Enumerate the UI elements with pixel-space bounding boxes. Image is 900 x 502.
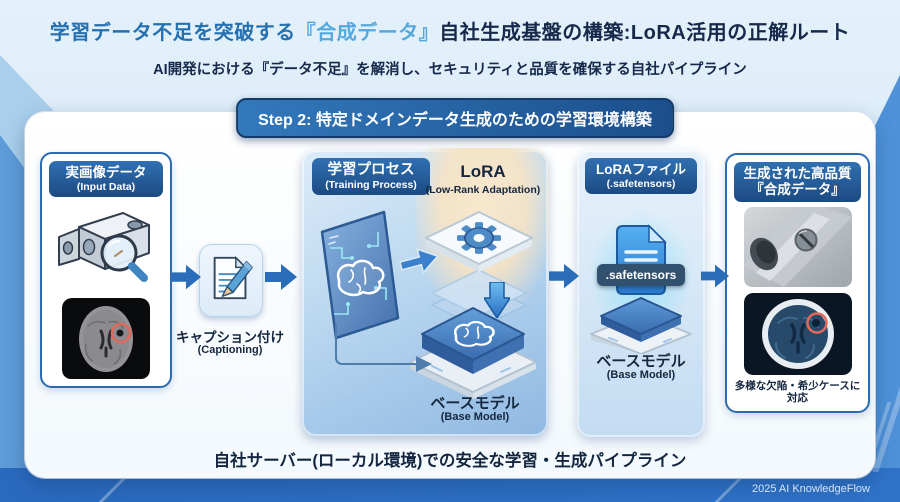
training-process-subtitle: (Training Process) (325, 179, 417, 192)
lora-title: LoRA (460, 162, 506, 181)
gear-icon (457, 222, 501, 254)
flow-arrow-icon (265, 262, 297, 297)
output-data-box: 生成された高品質 『合成データ』 (725, 153, 870, 413)
page-title: 学習データ不足を突破する『合成データ』自社生成基盤の構築:LoRA活用の正解ルー… (0, 16, 900, 45)
document-pencil-icon (205, 252, 257, 309)
safetensors-badge: .safetensors (597, 264, 685, 286)
output-caption: 多様な欠陥・希少ケースに対応 (734, 379, 861, 404)
flow-arrow-icon (549, 261, 579, 296)
synthetic-brain-ct-image (743, 292, 852, 375)
input-data-box: 実画像データ (Input Data) (40, 152, 172, 388)
lora-file-title: LoRAファイル (596, 162, 686, 177)
machine-part-magnifier-icon (51, 203, 161, 292)
captioning-sublabel: (Captioning) (197, 344, 263, 356)
training-process-title: 学習プロセス (327, 162, 415, 178)
output-title-line2: 『合成データ』 (750, 182, 845, 198)
title-segment-problem: 学習データ不足を突破する (49, 22, 296, 44)
captioning-label: キャプション付け (176, 330, 284, 345)
lora-subtitle: (Low-Rank Adaptation) (425, 184, 541, 196)
training-base-model-sublabel: (Base Model) (440, 411, 510, 423)
brain-mri-image (62, 298, 150, 379)
flow-arrow-icon (701, 261, 729, 296)
lora-file-base-model-sublabel: (Base Model) (606, 369, 676, 381)
credit-text: 2025 AI KnowledgeFlow (751, 483, 870, 495)
training-base-model-label: ベースモデル (430, 395, 520, 412)
title-segment-main: 自社生成基盤の構築:LoRA活用の正解ルート (439, 22, 851, 44)
circuit-brain-panel-icon (306, 204, 410, 351)
title-segment-synthetic-data: 『合成データ』 (295, 22, 440, 44)
down-arrow-icon (483, 281, 511, 323)
output-header: 生成された高品質 『合成データ』 (734, 162, 861, 203)
output-title-line1: 生成された高品質 (743, 166, 852, 181)
lora-file-base-model-label: ベースモデル (596, 353, 686, 370)
flow-arrow-icon (171, 262, 201, 297)
pipeline-note: 自社サーバー(ローカル環境)での安全な学習・生成パイプライン (213, 452, 687, 470)
page-subtitle: AI開発における『データ不足』を解消し、セキュリティと品質を確保する自社パイプラ… (153, 62, 747, 78)
step-badge: Step 2: 特定ドメインデータ生成のための学習環境構築 (236, 98, 674, 138)
training-process-header: 学習プロセス (Training Process) (312, 158, 430, 196)
input-data-title: 実画像データ (65, 165, 147, 180)
captioning-tile (199, 244, 263, 317)
input-data-header: 実画像データ (Input Data) (49, 161, 163, 198)
synthetic-metal-part-image (743, 207, 852, 288)
lora-file-header: LoRAファイル (.safetensors) (585, 158, 697, 195)
input-data-subtitle: (Input Data) (76, 181, 136, 194)
base-model-platform-icon (406, 298, 540, 405)
lora-file-subtitle: (.safetensors) (606, 178, 676, 191)
lora-file-platform-icon (587, 290, 695, 359)
panel-to-base-connector-line (322, 322, 452, 389)
panel-to-lora-arrow-icon (396, 241, 444, 285)
